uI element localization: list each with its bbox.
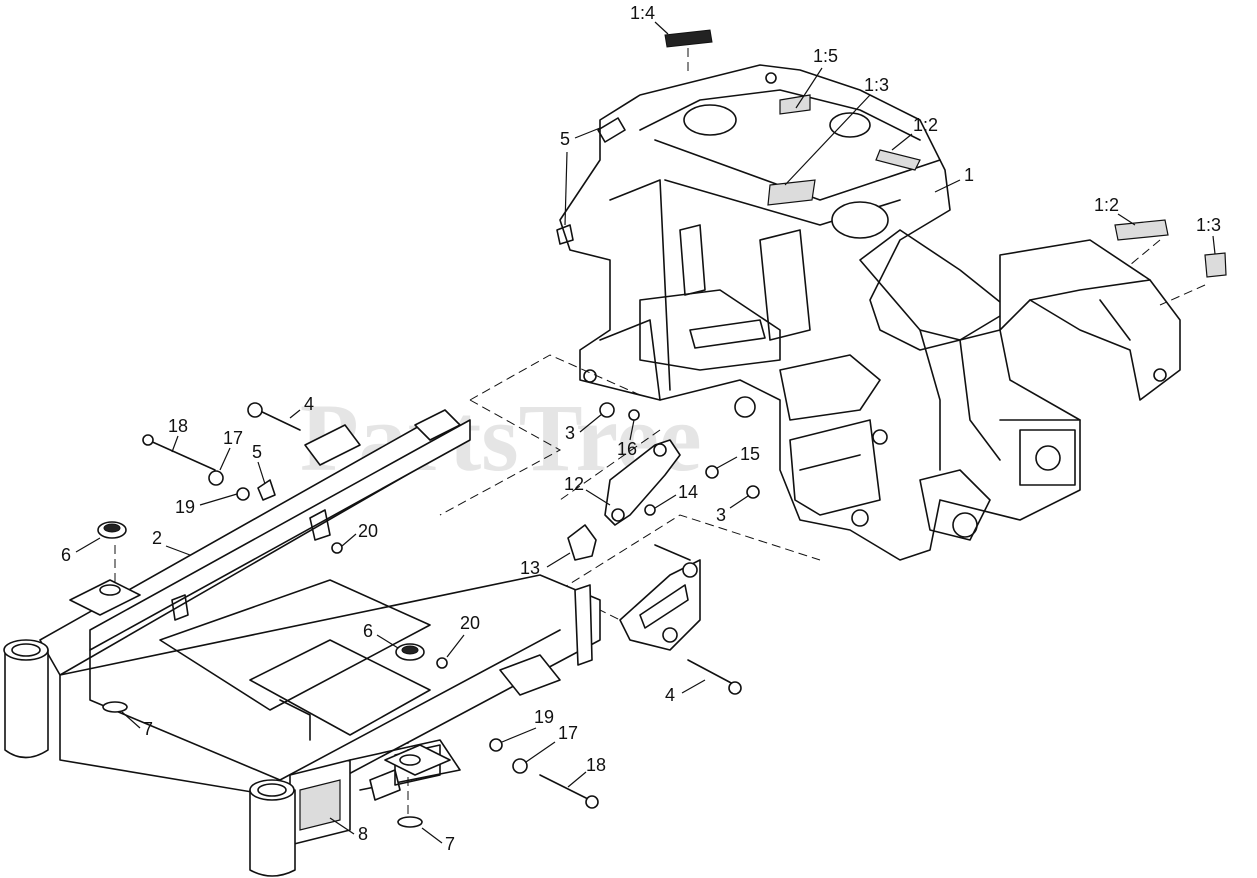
callout-18-bottom: 18 xyxy=(586,755,606,775)
callout-3-left: 3 xyxy=(565,423,575,443)
callout-7-bottom: 7 xyxy=(445,834,455,854)
callout-13: 13 xyxy=(520,558,540,578)
upper-frame xyxy=(556,64,1081,561)
callout-1-2: 1:2 xyxy=(913,115,938,135)
callout-19-bottom: 19 xyxy=(534,707,554,727)
callout-12: 12 xyxy=(564,474,584,494)
bracket-assembly xyxy=(567,402,760,561)
callout-1-3: 1:3 xyxy=(864,75,889,95)
callout-1: 1 xyxy=(964,165,974,185)
callout-4-top: 4 xyxy=(304,394,314,414)
side-bracket xyxy=(574,544,701,666)
callout-4-bottom: 4 xyxy=(665,685,675,705)
callout-16: 16 xyxy=(617,439,637,459)
callout-3-right: 3 xyxy=(716,505,726,525)
callout-17-top: 17 xyxy=(223,428,243,448)
callout-6-mid: 6 xyxy=(363,621,373,641)
callout-1-5: 1:5 xyxy=(813,46,838,66)
callout-19-top: 19 xyxy=(175,497,195,517)
hardware xyxy=(97,402,742,828)
callout-6-left: 6 xyxy=(61,545,71,565)
callout-14: 14 xyxy=(678,482,698,502)
callout-18-top: 18 xyxy=(168,416,188,436)
callout-1-3-right: 1:3 xyxy=(1196,215,1221,235)
cover-plate xyxy=(999,239,1181,401)
callouts: 1:4 1:5 1:3 1:2 1 1:2 1:3 5 4 18 17 5 19… xyxy=(61,3,1221,854)
callout-1-4: 1:4 xyxy=(630,3,655,23)
lower-frame xyxy=(3,409,601,877)
callout-8: 8 xyxy=(358,824,368,844)
callout-1-2-right: 1:2 xyxy=(1094,195,1119,215)
callout-7-left: 7 xyxy=(143,719,153,739)
callout-17-bottom: 17 xyxy=(558,723,578,743)
callout-20-top: 20 xyxy=(358,521,378,541)
callout-2: 2 xyxy=(152,528,162,548)
callout-5-mid: 5 xyxy=(252,442,262,462)
callout-20-mid: 20 xyxy=(460,613,480,633)
callout-15: 15 xyxy=(740,444,760,464)
decals xyxy=(664,29,1227,306)
callout-5-top: 5 xyxy=(560,129,570,149)
